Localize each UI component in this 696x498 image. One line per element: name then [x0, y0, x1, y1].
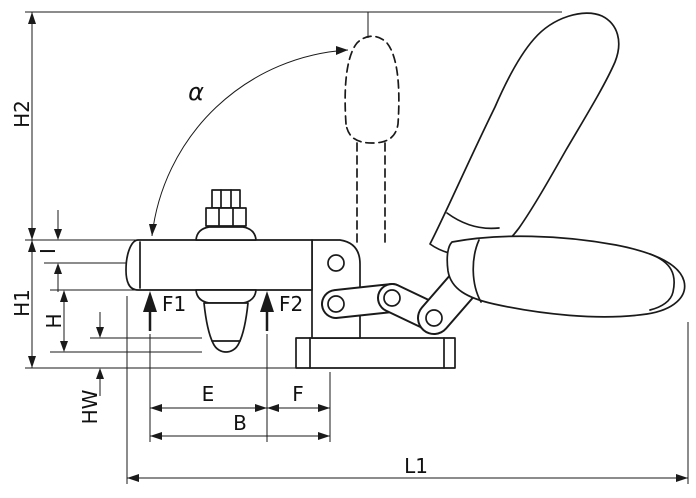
clamp-bar [125, 239, 313, 291]
label-i: I [36, 248, 60, 254]
spindle-assembly [195, 189, 257, 353]
label-f1: F1 [162, 292, 186, 316]
dim-alpha-arc [149, 46, 349, 237]
label-f2: F2 [279, 292, 303, 316]
force-arrow-f2 [260, 291, 274, 331]
dim-h2 [25, 11, 562, 368]
label-l1: L1 [404, 454, 428, 478]
dim-h [50, 289, 202, 353]
handle-closed-position [446, 235, 686, 318]
handle-open-position [429, 12, 620, 257]
label-b: B [233, 411, 247, 435]
label-h2: H2 [10, 100, 34, 128]
pivot-holes [327, 254, 443, 327]
dimension-system [25, 11, 689, 484]
label-f: F [292, 382, 304, 406]
label-h1: H1 [10, 289, 34, 317]
dimension-labels: H2 I H1 H HW α F1 F2 E F B L1 [10, 78, 428, 478]
dim-bottom [126, 296, 689, 484]
label-h: H [42, 313, 66, 328]
handle-vertical-dashed [344, 35, 400, 247]
force-arrow-f1 [143, 291, 157, 331]
label-e: E [202, 382, 215, 406]
base-plate [295, 337, 456, 369]
clamp-assembly [125, 12, 686, 369]
spindle-foot [203, 302, 249, 353]
label-alpha: α [188, 78, 204, 106]
label-hw: HW [78, 389, 102, 424]
dim-hw [90, 312, 202, 396]
